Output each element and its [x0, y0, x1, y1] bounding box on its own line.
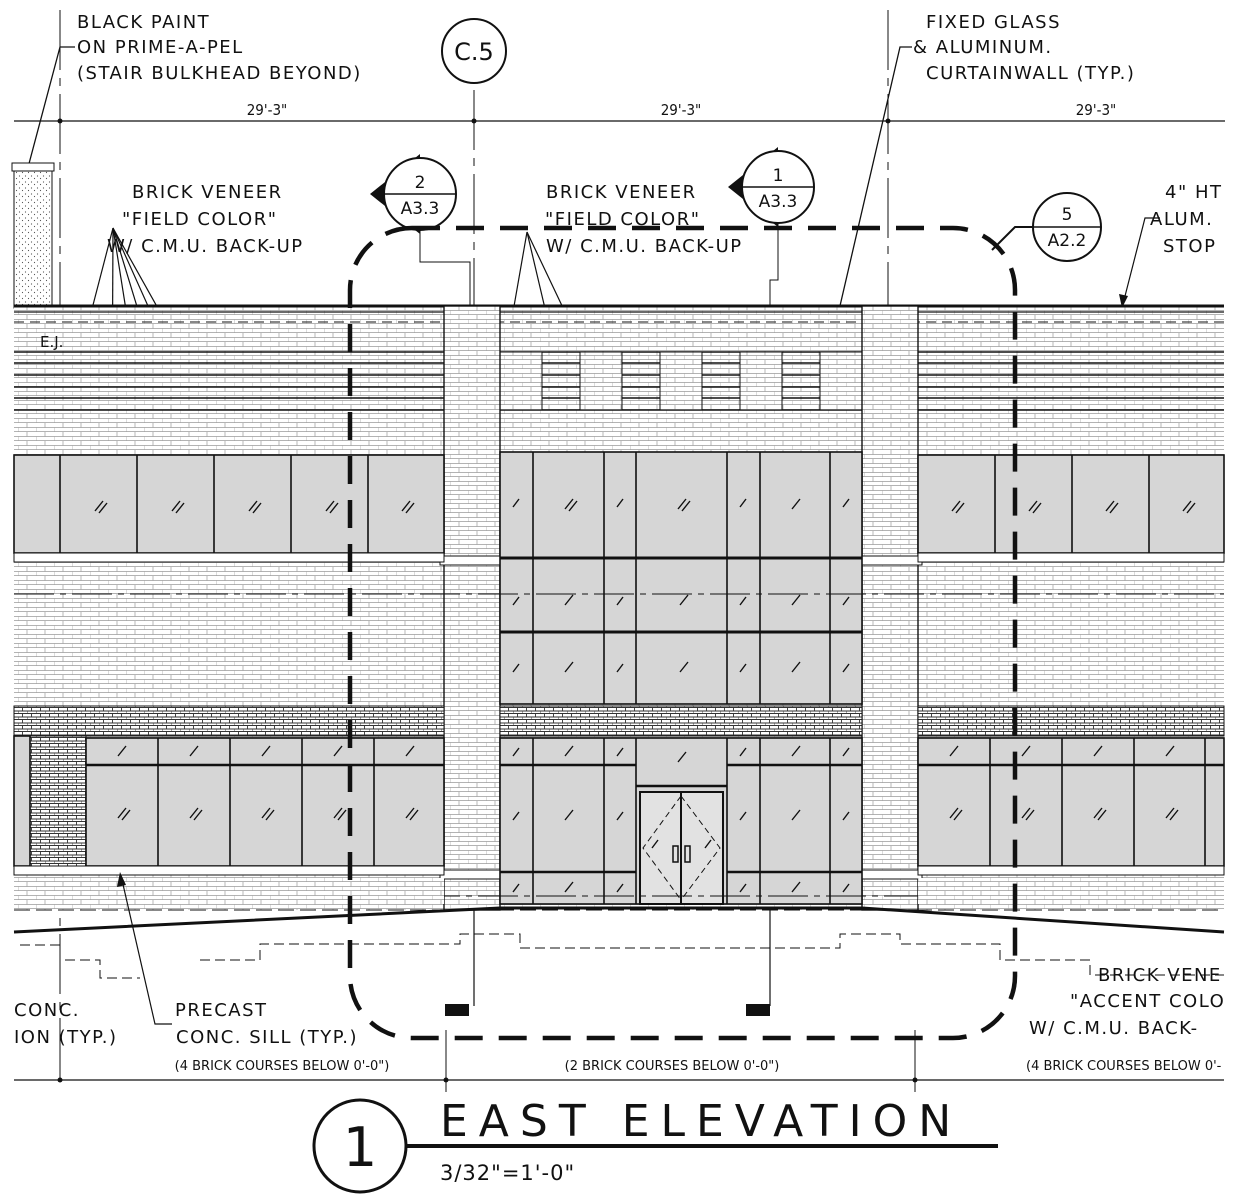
- note-line: CURTAINWALL (TYP.): [926, 63, 1135, 84]
- title-scale: 3/32"=1'-0": [440, 1161, 575, 1185]
- glass-marks: [94, 498, 1196, 893]
- footing-mark: [746, 1004, 770, 1016]
- svg-text:2: 2: [415, 173, 426, 193]
- note-line: W/ C.M.U. BACK-UP: [546, 236, 743, 257]
- note-line: (STAIR BULKHEAD BEYOND): [77, 63, 362, 84]
- course-note: (4 BRICK COURSES BELOW 0'-: [1026, 1059, 1222, 1074]
- svg-text:C.5: C.5: [454, 38, 494, 66]
- note-line: FIXED GLASS: [926, 12, 1061, 33]
- grade-line: [13, 878, 1225, 979]
- footing-mark: [445, 1004, 469, 1016]
- note-brick-accent: BRICK VENE "ACCENT COLO W/ C.M.U. BACK-: [1029, 965, 1225, 1039]
- detail-tag: 5 A2.2: [991, 192, 1102, 262]
- window-band-lower-left: [13, 735, 445, 876]
- note-line: ION (TYP.): [14, 1027, 117, 1048]
- course-note: (4 BRICK COURSES BELOW 0'-0"): [175, 1059, 390, 1074]
- title-text: EAST ELEVATION: [440, 1096, 962, 1147]
- svg-text:A2.2: A2.2: [1048, 231, 1087, 251]
- svg-text:1: 1: [773, 166, 784, 186]
- window-band-upper-left: [13, 454, 445, 563]
- note-line: STOP: [1163, 236, 1216, 257]
- note-line: "FIELD COLOR": [545, 209, 701, 230]
- curtainwall-upper: [499, 451, 863, 705]
- note-line: W/ C.M.U. BACK-: [1029, 1018, 1199, 1039]
- note-line: "FIELD COLOR": [122, 209, 278, 230]
- pilasters: [439, 305, 923, 911]
- note-curtainwall: FIXED GLASS & ALUMINUM. CURTAINWALL (TYP…: [913, 12, 1135, 84]
- note-black-paint: BLACK PAINT ON PRIME-A-PEL (STAIR BULKHE…: [77, 12, 362, 84]
- section-tag-1: 1 A3.3: [728, 147, 815, 360]
- title-number: 1: [343, 1116, 377, 1179]
- enlarged-elevation-callout: [347, 225, 1018, 1041]
- note-line: ALUM.: [1150, 209, 1213, 230]
- window-band-upper-right: [917, 454, 1225, 563]
- section-tag-2: 2 A3.3: [370, 154, 471, 360]
- note-line: BRICK VENE: [1098, 965, 1222, 986]
- note-precast-sill: PRECAST CONC. SILL (TYP.): [175, 1000, 358, 1048]
- note-brick-left: BRICK VENEER "FIELD COLOR" W/ C.M.U. BAC…: [107, 182, 304, 257]
- note-alum-stop: 4" HT ALUM. STOP: [1150, 182, 1222, 257]
- note-line: CONC.: [14, 1000, 80, 1021]
- note-line: BLACK PAINT: [77, 12, 210, 33]
- note-line: CONC. SILL (TYP.): [176, 1027, 358, 1048]
- accent-brick-bands: [13, 705, 1225, 871]
- svg-text:A3.3: A3.3: [759, 192, 798, 212]
- note-line: & ALUMINUM.: [913, 37, 1053, 58]
- note-line: W/ C.M.U. BACK-UP: [107, 236, 304, 257]
- entrance-doors: [639, 791, 724, 905]
- note-line: "ACCENT COLO: [1070, 991, 1225, 1012]
- course-note: (2 BRICK COURSES BELOW 0'-0"): [565, 1059, 780, 1074]
- note-line: BRICK VENEER: [546, 182, 697, 203]
- drawing-title: 1 EAST ELEVATION 3/32"=1'-0": [312, 1096, 998, 1194]
- note-line: BRICK VENEER: [132, 182, 283, 203]
- grid-bubble: C.5: [441, 18, 507, 84]
- note-conc-left: CONC. ION (TYP.): [14, 1000, 117, 1048]
- ej-label: E.J.: [40, 333, 63, 351]
- dimension-label: 29'-3": [661, 101, 702, 119]
- svg-text:5: 5: [1062, 205, 1073, 225]
- svg-text:A3.3: A3.3: [401, 199, 440, 219]
- dimension-label: 29'-3": [1076, 101, 1117, 119]
- dimension-label: 29'-3": [247, 101, 288, 119]
- note-brick-center: BRICK VENEER "FIELD COLOR" W/ C.M.U. BAC…: [545, 182, 743, 257]
- note-line: 4" HT: [1165, 182, 1222, 203]
- window-band-lower-right: [917, 737, 1225, 876]
- stair-bulkhead: [11, 162, 55, 309]
- parapet-blocks: [499, 351, 863, 411]
- note-line: ON PRIME-A-PEL: [77, 37, 244, 58]
- dimension-string: 29'-3" 29'-3" 29'-3": [14, 101, 1225, 124]
- note-line: PRECAST: [175, 1000, 268, 1021]
- brick-course-notes: (4 BRICK COURSES BELOW 0'-0") (2 BRICK C…: [175, 1059, 1222, 1074]
